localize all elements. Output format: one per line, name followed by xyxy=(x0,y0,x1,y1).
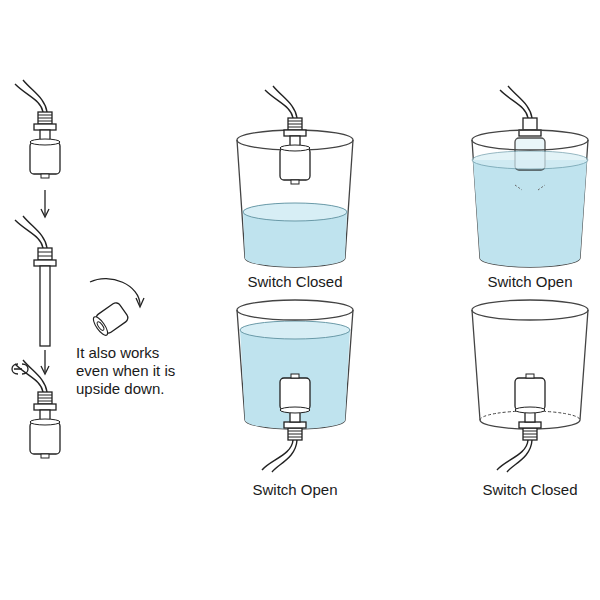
state-label: Switch Open xyxy=(487,273,572,291)
state-label: Switch Closed xyxy=(247,273,342,291)
state-label: Switch Closed xyxy=(482,481,577,499)
note-text: It also works even when it is upside dow… xyxy=(76,344,188,398)
state-label: Switch Open xyxy=(252,481,337,499)
